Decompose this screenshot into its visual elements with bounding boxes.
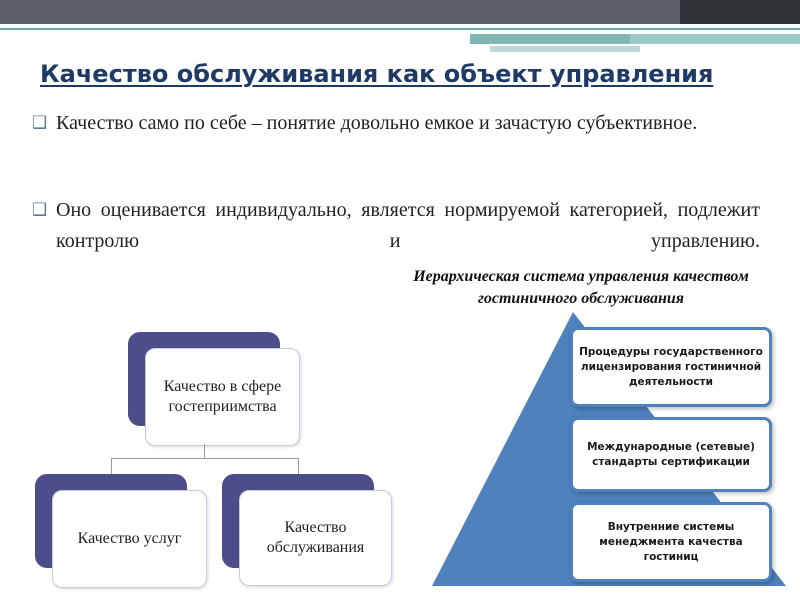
hierarchy-left-box: Качество услуг <box>52 490 207 588</box>
hierarchy-top-box: Качество в сфере гостеприимства <box>145 348 300 446</box>
pyramid-level-1: Процедуры государственного лицензировани… <box>570 327 772 407</box>
bullet-item: ❑ Качество само по себе – понятие доволь… <box>32 108 760 139</box>
connector-line <box>111 458 112 474</box>
teal-divider-line <box>0 28 800 30</box>
top-decor-bar <box>0 0 800 24</box>
connector-line <box>298 458 299 474</box>
hierarchy-right-box: Качество обслуживания <box>239 490 392 586</box>
bullet-text: Оно оценивается индивидуально, является … <box>56 199 760 252</box>
bullet-item: ❑ Оно оценивается индивидуально, являетс… <box>32 195 760 257</box>
pyramid-level-2: Международные (сетевые) стандарты сертиф… <box>570 417 772 492</box>
teal-decor-rect <box>630 34 800 44</box>
connector-line <box>111 458 299 459</box>
bullet-text: Качество само по себе – понятие довольно… <box>56 112 698 134</box>
pyramid-level-3: Внутренние системы менеджмента качества … <box>570 502 772 582</box>
bullet-marker-icon: ❑ <box>32 113 48 133</box>
teal-decor-rect <box>490 46 640 52</box>
bullet-marker-icon: ❑ <box>32 200 48 220</box>
connector-line <box>204 444 205 458</box>
teal-decor-rect <box>470 34 630 44</box>
top-decor-accent <box>680 0 800 24</box>
slide-title: Качество обслуживания как объект управле… <box>40 60 714 88</box>
pyramid-caption: Иерархическая система управления качеств… <box>413 268 749 307</box>
